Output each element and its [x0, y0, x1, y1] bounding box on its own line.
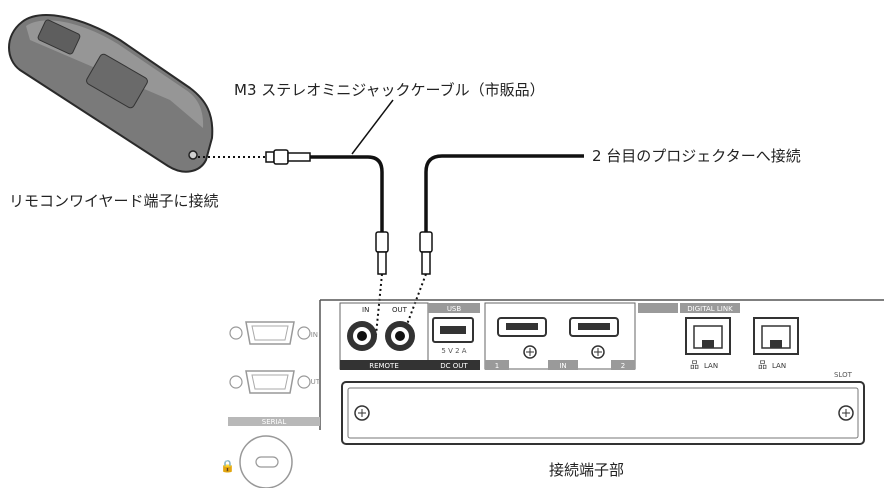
slot-cover: [341, 381, 865, 445]
lan-1-label: LAN: [704, 362, 718, 370]
connector-panel: IN OUT REMOTE USB 5 V 2 A DC OUT 1 IN 2: [220, 299, 884, 488]
remote-section-label: REMOTE: [369, 362, 399, 370]
cable-to-remote-in: [265, 149, 389, 336]
security-lock-icon: 🔒: [220, 459, 235, 473]
remote-control-illustration: [8, 14, 214, 173]
remote-out-label: OUT: [392, 306, 408, 314]
serial-in-port-icon: [229, 321, 311, 345]
serial-out-port-icon: [229, 370, 311, 394]
digital-link-label: DIGITAL LINK: [687, 305, 733, 313]
serial-out-label: OUT: [305, 378, 321, 386]
hdmi-in-label: IN: [559, 362, 566, 370]
second-projector-label: 2 台目のプロジェクターへ接続: [592, 147, 801, 165]
network-icon: 品: [690, 360, 699, 371]
terminal-section-label: 接続端子部: [549, 461, 625, 479]
slot-label: SLOT: [834, 371, 853, 379]
usb-label: USB: [447, 305, 462, 313]
cable-to-second-projector: [402, 154, 580, 336]
serial-in-label: IN: [311, 331, 318, 339]
lan-2-label: LAN: [772, 362, 786, 370]
hdmi-2-label: 2: [621, 362, 625, 370]
remote-in-label: IN: [362, 306, 369, 314]
usb-spec: 5 V 2 A: [441, 347, 466, 355]
serial-label: SERIAL: [262, 418, 287, 426]
remote-terminal-label: リモコンワイヤード端子に接続: [9, 192, 219, 210]
remote-jack-icon: [188, 150, 198, 160]
network-icon: 品: [758, 360, 767, 371]
dc-out-label: DC OUT: [440, 362, 468, 370]
hdmi-1-label: 1: [495, 362, 499, 370]
cable-label-leader: [351, 99, 394, 155]
cable-label: M3 ステレオミニジャックケーブル（市販品）: [234, 81, 545, 99]
